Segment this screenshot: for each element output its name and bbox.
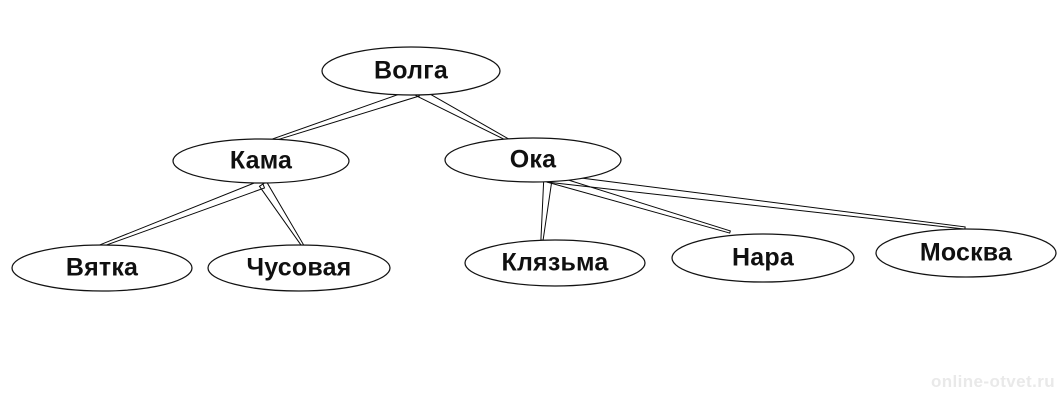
edge-kama-to-chusovaya bbox=[258, 181, 305, 248]
node-ellipse-klyazma bbox=[464, 239, 646, 287]
node-kama[interactable]: Кама bbox=[172, 138, 350, 184]
node-label-chusovaya: Чусовая bbox=[247, 254, 352, 282]
node-ellipse-chusovaya bbox=[207, 244, 391, 292]
node-ellipse-oka bbox=[444, 137, 622, 183]
node-volga[interactable]: Волга bbox=[321, 46, 501, 96]
node-label-moskva: Москва bbox=[920, 239, 1013, 267]
node-label-volga: Волга bbox=[374, 57, 449, 85]
edge-oka-to-moskva bbox=[546, 173, 966, 230]
node-ellipse-moskva bbox=[875, 228, 1057, 278]
node-label-nara: Нара bbox=[732, 244, 795, 272]
node-label-klyazma: Клязьма bbox=[502, 249, 610, 277]
node-label-oka: Ока bbox=[510, 146, 557, 174]
node-chusovaya[interactable]: Чусовая bbox=[207, 244, 391, 292]
node-ellipse-nara bbox=[671, 233, 855, 283]
edge-oka-to-klyazma bbox=[540, 177, 553, 241]
edge-volga-to-oka bbox=[415, 87, 512, 143]
node-nara[interactable]: Нара bbox=[671, 233, 855, 283]
node-label-kama: Кама bbox=[230, 147, 293, 175]
node-ellipse-kama bbox=[172, 138, 350, 184]
node-klyazma[interactable]: Клязьма bbox=[464, 239, 646, 287]
edge-kama-to-vyatka bbox=[93, 179, 266, 250]
node-ellipse-volga bbox=[321, 46, 501, 96]
edge-volga-to-kama bbox=[272, 87, 420, 142]
node-oka[interactable]: Ока bbox=[444, 137, 622, 183]
node-ellipse-vyatka bbox=[11, 244, 193, 292]
node-vyatka[interactable]: Вятка bbox=[11, 244, 193, 292]
watermark: online-otvet.ru bbox=[930, 372, 1055, 391]
edge-oka-to-nara bbox=[546, 173, 731, 234]
node-label-vyatka: Вятка bbox=[66, 254, 139, 282]
node-moskva[interactable]: Москва bbox=[875, 228, 1057, 278]
